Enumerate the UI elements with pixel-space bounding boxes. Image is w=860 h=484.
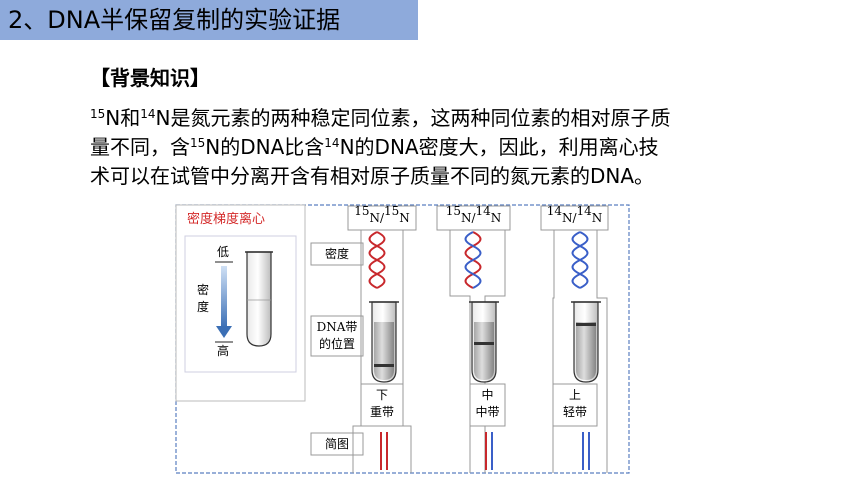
isotope-mass-number: 14 <box>475 204 491 218</box>
row-label-diagram: 简图 <box>324 437 349 451</box>
paragraph-line: 术可以在试管中分离开含有相对原子质量不同的氮元素的DNA。 <box>90 162 840 191</box>
band-position-3: 上 <box>568 388 581 402</box>
paragraph-line: 量不同，含15N的DNA比含14N的DNA密度大，因此，利用离心技 <box>90 133 840 162</box>
density-arrow-shaft <box>221 266 227 328</box>
density-axis-label: 密 度 <box>197 283 210 314</box>
paragraph-line: 15N和14N是氮元素的两种稳定同位素，这两种同位素的相对原子质 <box>90 104 840 133</box>
slide-title: 2、DNA半保留复制的实验证据 <box>8 6 341 34</box>
helix-hybrid <box>464 231 482 289</box>
isotope-superscript: 15 <box>90 107 106 121</box>
section-heading: 【背景知识】 <box>90 66 210 90</box>
helix-light <box>571 231 589 289</box>
diagram-hybrid <box>485 432 493 470</box>
band-position-1: 下 <box>375 388 388 402</box>
band-position-2: 中 <box>481 388 494 402</box>
density-gradient-figure: 密度梯度离心 低 密 度 高 密度 DNA带 的位置 简图 15N/15N 15… <box>175 204 630 474</box>
band-name-3: 轻带 <box>562 405 587 419</box>
row-label-box <box>310 432 364 456</box>
paragraph-text: N和 <box>105 106 141 130</box>
band-name-1: 重带 <box>369 405 394 419</box>
density-low-label: 低 <box>217 245 230 259</box>
paragraph-text: N是氮元素的两种稳定同位素，这两种同位素的相对原子质 <box>155 106 671 130</box>
density-box <box>184 235 297 373</box>
paragraph-text: N的DNA密度大，因此，利用离心技 <box>339 135 659 159</box>
tube-heavy <box>369 301 399 383</box>
paragraph-text: 术可以在试管中分离开含有相对原子质量不同的氮元素的DNA。 <box>90 164 655 188</box>
figure-graphics <box>175 204 630 474</box>
density-high-label: 高 <box>217 344 230 358</box>
tube-hybrid <box>469 301 499 383</box>
paragraph-text: 量不同，含 <box>90 135 190 159</box>
isotope-mass-number: 15 <box>354 204 370 218</box>
row-label-density: 密度 <box>324 247 349 261</box>
background-paragraph: 15N和14N是氮元素的两种稳定同位素，这两种同位素的相对原子质 量不同，含15… <box>90 104 840 191</box>
band-name-2: 中带 <box>475 405 500 419</box>
diagram-heavy <box>380 432 388 470</box>
isotope-mass-number: 15 <box>384 204 400 218</box>
helix-heavy <box>368 231 386 289</box>
isotope-label-1: 15N/15N <box>354 204 410 225</box>
isotope-superscript: 15 <box>190 136 206 150</box>
density-arrow-head <box>216 326 232 338</box>
panel-title: 密度梯度离心 <box>187 212 266 227</box>
isotope-superscript: 14 <box>140 107 156 121</box>
isotope-mass-number: 14 <box>576 204 592 218</box>
isotope-mass-number: 14 <box>546 204 562 218</box>
row-label-band-1: DNA带 <box>316 320 358 334</box>
isotope-mass-number: 15 <box>445 204 461 218</box>
row-label-box <box>310 315 364 357</box>
paragraph-text: N的DNA比含 <box>205 135 325 159</box>
title-bar: 2、DNA半保留复制的实验证据 <box>0 0 418 40</box>
diagram-light <box>582 432 590 470</box>
row-label-band-2: 的位置 <box>318 337 355 351</box>
isotope-label-2: 15N/14N <box>445 204 502 225</box>
isotope-superscript: 14 <box>324 136 340 150</box>
isotope-label-3: 14N/14N <box>546 204 603 225</box>
tube-light <box>571 301 601 383</box>
row-label-box <box>310 242 364 266</box>
panel-tube <box>246 251 272 347</box>
